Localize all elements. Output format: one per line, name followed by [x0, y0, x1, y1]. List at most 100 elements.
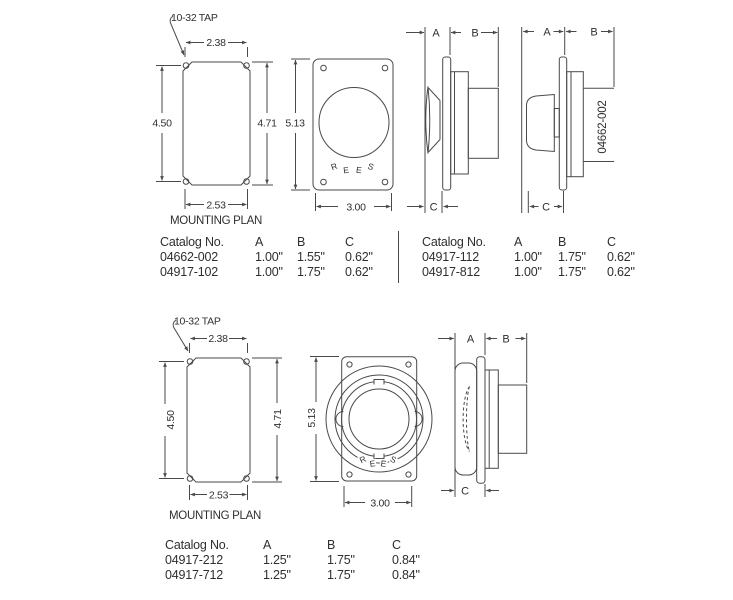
dim-c: C	[441, 486, 499, 498]
svg-text:1.75": 1.75"	[558, 250, 586, 264]
mounting-plan-caption: MOUNTING PLAN	[169, 510, 261, 522]
dim-c: C	[529, 202, 563, 214]
svg-text:1.75": 1.75"	[327, 553, 355, 567]
mounting-holes	[182, 62, 250, 185]
col-header-a: A	[263, 538, 272, 552]
svg-text:A: A	[432, 28, 440, 40]
dim-width-top: 2.38	[189, 333, 248, 353]
tap-leader-line	[169, 15, 185, 56]
svg-text:1.75": 1.75"	[327, 568, 355, 582]
dim-a-b: A B	[438, 334, 526, 346]
svg-text:2.53: 2.53	[206, 200, 226, 212]
top-side-view-right: A B 04662-002 C	[521, 27, 615, 214]
svg-text:C: C	[542, 202, 550, 214]
svg-text:1.25": 1.25"	[263, 553, 291, 567]
svg-text:1.00": 1.00"	[514, 250, 542, 264]
svg-text:3.00: 3.00	[346, 202, 366, 214]
receptacle-rings	[325, 365, 433, 473]
dim-c: C	[407, 202, 458, 214]
col-header-c: C	[345, 235, 354, 249]
bottom-table: Catalog No. A B C 04917-212 1.25" 1.75" …	[165, 538, 420, 582]
tap-label: 10-32 TAP	[174, 316, 221, 328]
svg-text:04917-102: 04917-102	[160, 265, 218, 279]
svg-text:5.13: 5.13	[285, 118, 305, 130]
dim-front-width: 3.00	[315, 193, 392, 214]
dim-front-height: 5.13	[306, 356, 339, 482]
dim-front-height: 5.13	[285, 58, 310, 191]
dim-width-top: 2.38	[184, 37, 248, 57]
faceplate-holes	[346, 361, 412, 478]
svg-text:04662-002: 04662-002	[160, 250, 218, 264]
col-header-catalog: Catalog No.	[165, 538, 229, 552]
receptacle-housing-profile	[454, 362, 478, 476]
dim-height-left: 4.50	[152, 65, 181, 182]
svg-text:04917-212: 04917-212	[165, 553, 223, 567]
svg-text:4.50: 4.50	[152, 118, 172, 130]
table-row: 04917-212 1.25" 1.75" 0.84"	[165, 553, 420, 567]
svg-text:3.00: 3.00	[370, 498, 390, 510]
svg-text:1.00": 1.00"	[255, 265, 283, 279]
bottom-side-view: A B C	[438, 333, 528, 498]
col-header-a: A	[255, 235, 264, 249]
bottom-mounting-plan: 10-32 TAP 2.38 4.50 4.71 2.53 MOUNTING P…	[159, 316, 284, 522]
housing-profile	[450, 71, 499, 175]
svg-text:4.71: 4.71	[272, 409, 284, 429]
svg-text:A: A	[543, 27, 551, 39]
svg-text:1.00": 1.00"	[255, 250, 283, 264]
svg-text:1.25": 1.25"	[263, 568, 291, 582]
svg-text:0.84": 0.84"	[392, 568, 420, 582]
svg-text:2.38: 2.38	[206, 37, 226, 49]
top-table-left: Catalog No. A B C 04662-002 1.00" 1.55" …	[160, 235, 373, 279]
plate-outline	[186, 357, 251, 483]
svg-text:04917-812: 04917-812	[422, 265, 480, 279]
svg-text:0.62": 0.62"	[607, 265, 635, 279]
faceplate-outline	[312, 58, 394, 191]
dim-width-bottom: 2.53	[184, 189, 248, 212]
mounting-plan-caption: MOUNTING PLAN	[170, 215, 262, 227]
dim-width-bottom: 2.53	[189, 485, 248, 502]
col-header-b: B	[297, 235, 305, 249]
flange-profile	[442, 56, 452, 191]
svg-text:R: R	[358, 454, 368, 466]
svg-text:1.55": 1.55"	[297, 250, 325, 264]
col-header-b: B	[558, 235, 566, 249]
svg-text:0.62": 0.62"	[345, 250, 373, 264]
svg-text:C: C	[430, 202, 438, 214]
top-table-right: Catalog No. A B C 04917-112 1.00" 1.75" …	[422, 235, 635, 279]
top-side-view-left: A B C	[406, 27, 499, 214]
table-row: 04917-102 1.00" 1.75" 0.62"	[160, 265, 373, 279]
bottom-front-view: R E E S 5.13 3.00	[306, 356, 433, 510]
svg-text:0.84": 0.84"	[392, 553, 420, 567]
extension-lines	[424, 27, 499, 213]
svg-text:A: A	[467, 334, 475, 346]
table-row: 04917-812 1.00" 1.75" 0.62"	[422, 265, 635, 279]
svg-text:B: B	[502, 334, 509, 346]
plate-outline	[182, 61, 251, 186]
svg-text:04917-112: 04917-112	[422, 250, 479, 264]
tap-leader-line	[172, 319, 189, 352]
col-header-c: C	[392, 538, 401, 552]
housing-profile	[484, 369, 528, 469]
part-number-label: 04662-002	[597, 100, 609, 153]
table-row: 04917-712 1.25" 1.75" 0.84"	[165, 568, 420, 582]
top-mounting-plan: 10-32 TAP 2.38 4.50 4.71 2.53 MOUNTING P…	[152, 12, 277, 227]
svg-text:E: E	[343, 165, 350, 176]
housing-profile	[566, 71, 614, 178]
col-header-b: B	[327, 538, 335, 552]
svg-text:5.13: 5.13	[306, 408, 318, 428]
col-header-c: C	[607, 235, 616, 249]
mounting-holes	[186, 358, 250, 482]
svg-text:C: C	[461, 486, 469, 498]
table-row: 04917-112 1.00" 1.75" 0.62"	[422, 250, 635, 264]
flange-profile	[476, 356, 486, 484]
svg-text:2.53: 2.53	[209, 490, 229, 502]
col-header-catalog: Catalog No.	[160, 235, 224, 249]
col-header-a: A	[514, 235, 523, 249]
svg-text:0.62": 0.62"	[607, 250, 635, 264]
cone-button-profile	[425, 86, 441, 154]
dim-height-right: 4.71	[252, 357, 284, 483]
svg-text:2.38: 2.38	[208, 333, 228, 345]
svg-text:1.75": 1.75"	[297, 265, 325, 279]
svg-text:4.50: 4.50	[165, 410, 177, 430]
